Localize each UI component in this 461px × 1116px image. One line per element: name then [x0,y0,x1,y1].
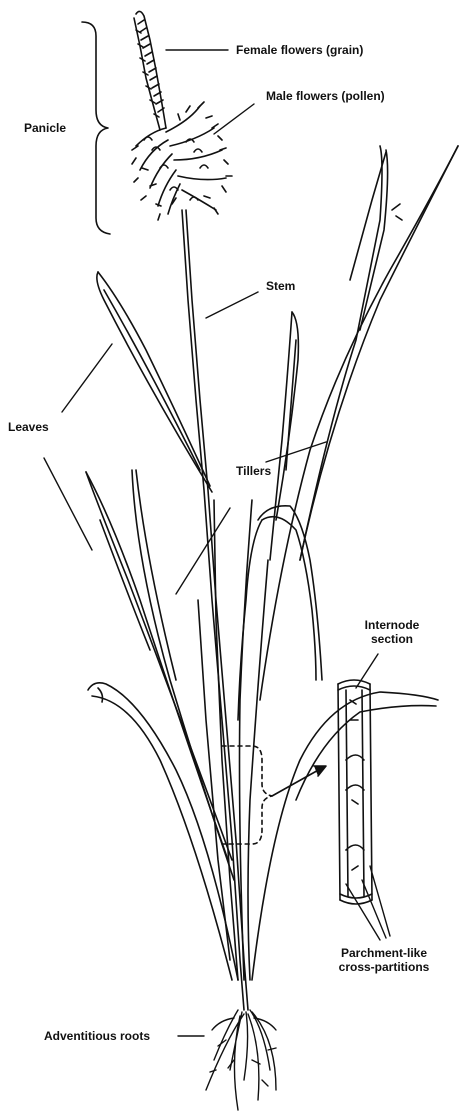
parchment-label-line1: Parchment-like [324,946,444,960]
internode-label-line1: Internode [352,618,432,632]
tillers-label: Tillers [236,464,271,478]
female-flowers-label: Female flowers (grain) [236,43,363,57]
main-stem [182,210,244,1010]
internode-label-line2: section [352,632,432,646]
internode-section-label: Internode section [352,618,432,646]
leader-stem [206,292,258,318]
parchment-label: Parchment-like cross-partitions [324,946,444,974]
panicle-bracket [82,22,110,234]
leader-tillers-right [266,442,326,462]
internode-section [338,680,372,904]
panicle-head [132,11,232,220]
leaves-label: Leaves [8,420,49,434]
stem-label: Stem [266,279,295,293]
panicle-label: Panicle [24,121,66,135]
leader-tillers-left [176,508,230,594]
parchment-label-line2: cross-partitions [324,960,444,974]
leader-parchment [346,866,390,940]
adventitious-roots [206,1010,276,1110]
leader-leaves-lower [44,458,92,550]
adventitious-roots-label: Adventitious roots [44,1029,150,1043]
male-flowers-label: Male flowers (pollen) [266,89,385,103]
leader-leaves-upper [62,344,112,412]
leader-male [214,104,254,134]
leaves [86,146,458,980]
